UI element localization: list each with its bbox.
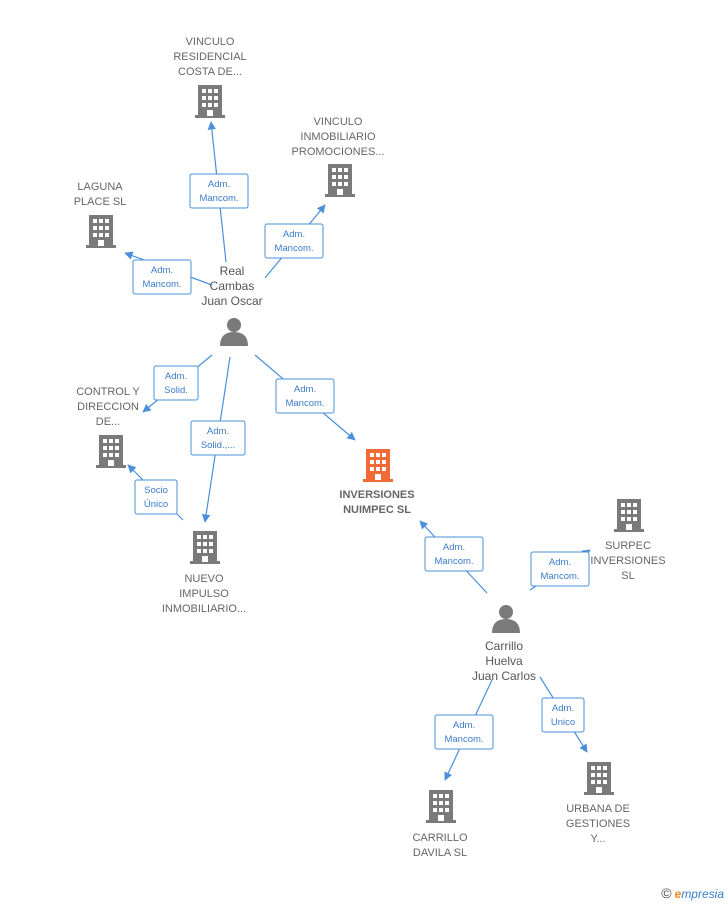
svg-text:Adm.: Adm. (294, 384, 316, 395)
svg-text:Mancom.: Mancom. (444, 734, 483, 745)
node-inversiones-nuimpec[interactable]: INVERSIONES NUIMPEC SL (339, 449, 415, 516)
node-label: Huelva (485, 654, 523, 668)
copyright-icon: © (661, 885, 672, 901)
node-label: INMOBILIARIO (300, 131, 376, 143)
svg-text:Adm.: Adm. (443, 542, 465, 553)
svg-text:Mancom.: Mancom. (274, 243, 313, 254)
svg-text:Mancom.: Mancom. (199, 193, 238, 204)
node-label: DIRECCION (77, 401, 139, 413)
building-icon (195, 85, 225, 118)
nodes-layer: VINCULO RESIDENCIAL COSTA DE... VINCULO … (74, 36, 666, 859)
node-label: Real (220, 264, 245, 278)
edge-label-e7[interactable]: Socio Único (134, 479, 178, 515)
edge-label-e6[interactable]: Adm. Mancom. (275, 378, 335, 414)
node-label: NUIMPEC SL (343, 504, 411, 516)
node-control-direccion[interactable]: CONTROL Y DIRECCION DE... (76, 386, 140, 468)
node-label: Juan Oscar (201, 294, 262, 308)
svg-text:Solid.,...: Solid.,... (201, 440, 235, 451)
node-carrillo-huelva[interactable]: Carrillo Huelva Juan Carlos (472, 605, 536, 683)
edge-label-e9[interactable]: Adm. Mancom. (530, 551, 590, 587)
person-icon (492, 605, 520, 633)
node-label: NUEVO (184, 573, 224, 585)
svg-text:Mancom.: Mancom. (142, 279, 181, 290)
node-label: DAVILA SL (413, 847, 467, 859)
node-label: Carrillo (485, 639, 523, 653)
building-icon (363, 449, 393, 482)
node-carrillo-davila[interactable]: CARRILLO DAVILA SL (412, 790, 468, 859)
svg-text:Adm.: Adm. (165, 371, 187, 382)
svg-text:Mancom.: Mancom. (434, 556, 473, 567)
node-surpec-inversiones[interactable]: SURPEC INVERSIONES SL (590, 499, 666, 582)
svg-text:Adm.: Adm. (207, 426, 229, 437)
node-label: GESTIONES (566, 818, 630, 830)
svg-text:Adm.: Adm. (208, 179, 230, 190)
node-urbana-gestiones[interactable]: URBANA DE GESTIONES Y... (566, 762, 630, 845)
person-icon (220, 318, 248, 346)
edge-labels: Adm. Mancom. Adm. Mancom. Adm. Mancom. A… (132, 173, 590, 750)
edge-label-e4[interactable]: Adm. Solid. (153, 365, 199, 401)
node-label: INMOBILIARIO... (162, 603, 246, 615)
edge-label-e11[interactable]: Adm. Unico (541, 697, 585, 733)
edge-label-e2[interactable]: Adm. Mancom. (264, 223, 324, 259)
svg-text:Mancom.: Mancom. (540, 571, 579, 582)
svg-text:Socio: Socio (144, 485, 168, 496)
edge-label-e5[interactable]: Adm. Solid.,... (190, 420, 246, 456)
brand-initial: e (674, 887, 682, 901)
edge-label-e10[interactable]: Adm. Mancom. (434, 714, 494, 750)
node-label: VINCULO (186, 36, 235, 48)
svg-text:Único: Único (144, 499, 168, 510)
node-label: Y... (590, 833, 605, 845)
node-label: CONTROL Y (76, 386, 140, 398)
building-icon (86, 215, 116, 248)
svg-text:Adm.: Adm. (552, 703, 574, 714)
node-label: INVERSIONES (590, 555, 665, 567)
edge-label-e1[interactable]: Adm. Mancom. (189, 173, 249, 209)
node-label: COSTA DE... (178, 66, 242, 78)
node-label: RESIDENCIAL (173, 51, 246, 63)
node-label: Cambas (210, 279, 255, 293)
node-label: DE... (96, 416, 120, 428)
brand-name: mpresia (681, 887, 724, 901)
node-label: INVERSIONES (339, 489, 414, 501)
svg-text:Adm.: Adm. (453, 720, 475, 731)
node-label: CARRILLO (412, 832, 467, 844)
node-nuevo-impulso[interactable]: NUEVO IMPULSO INMOBILIARIO... (162, 531, 246, 615)
node-vinculo-inmobiliario[interactable]: VINCULO INMOBILIARIO PROMOCIONES... (292, 116, 385, 197)
svg-text:Mancom.: Mancom. (285, 398, 324, 409)
svg-text:Solid.: Solid. (164, 385, 188, 396)
node-label: PROMOCIONES... (292, 146, 385, 158)
svg-text:Adm.: Adm. (283, 229, 305, 240)
building-icon (325, 164, 355, 197)
building-icon (614, 499, 644, 532)
empresia-logo[interactable]: ©empresia (661, 885, 724, 901)
node-laguna-place[interactable]: LAGUNA PLACE SL (74, 181, 127, 248)
svg-text:Unico: Unico (551, 717, 575, 728)
node-label: URBANA DE (566, 803, 630, 815)
edge-label-e3[interactable]: Adm. Mancom. (132, 259, 192, 295)
node-real-cambas[interactable]: Real Cambas Juan Oscar (201, 264, 263, 346)
node-label: LAGUNA (77, 181, 123, 193)
edge-label-e8[interactable]: Adm. Mancom. (424, 536, 484, 572)
building-icon (584, 762, 614, 795)
building-icon (96, 435, 126, 468)
node-vinculo-residencial[interactable]: VINCULO RESIDENCIAL COSTA DE... (173, 36, 247, 118)
node-label: SURPEC (605, 540, 651, 552)
node-label: VINCULO (314, 116, 363, 128)
node-label: PLACE SL (74, 196, 127, 208)
svg-text:Adm.: Adm. (549, 557, 571, 568)
node-label: Juan Carlos (472, 669, 536, 683)
building-icon (426, 790, 456, 823)
node-label: SL (621, 570, 634, 582)
node-label: IMPULSO (179, 588, 229, 600)
building-icon (190, 531, 220, 564)
svg-text:Adm.: Adm. (151, 265, 173, 276)
